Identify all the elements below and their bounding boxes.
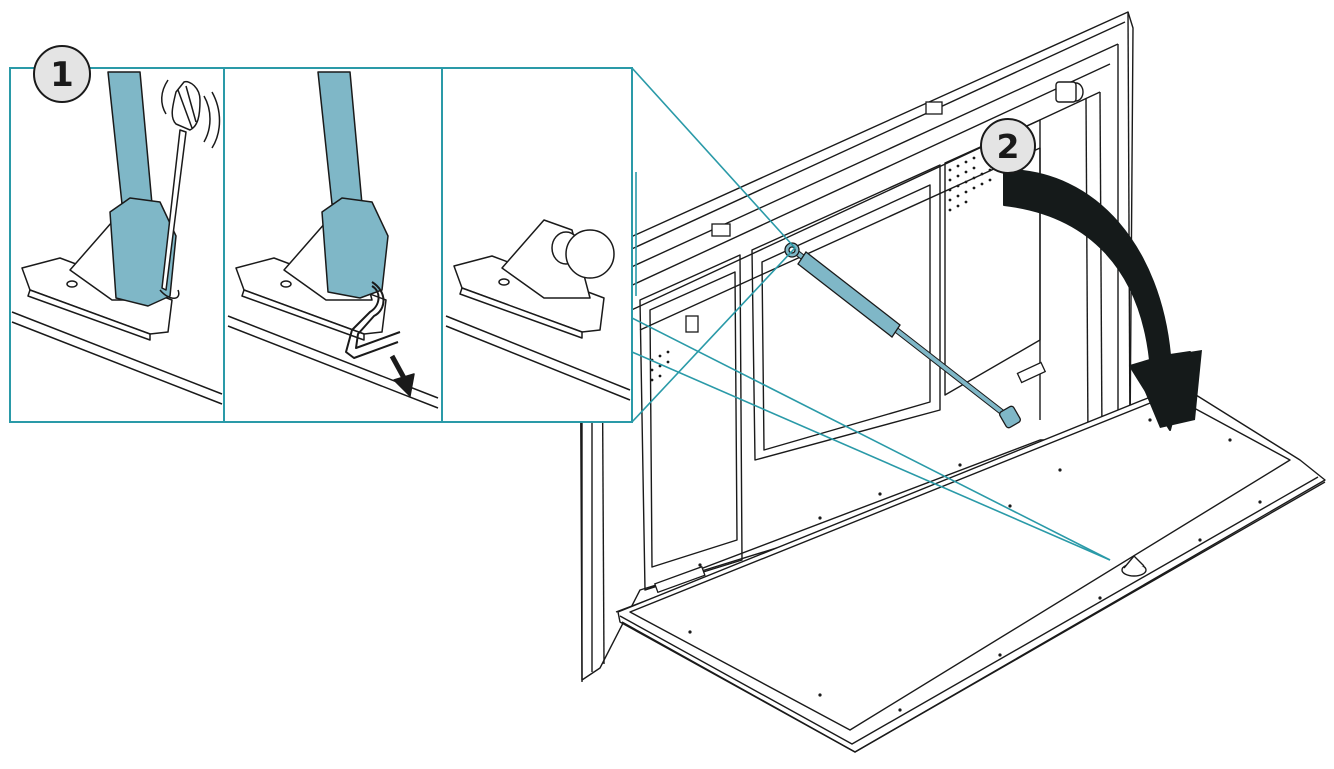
panel-release-clip bbox=[11, 71, 223, 405]
curved-arrow-icon bbox=[1003, 169, 1202, 431]
panel-pull-clip bbox=[227, 71, 439, 409]
door-hinge-brackets bbox=[653, 101, 1047, 594]
step-badge-2: 2 bbox=[980, 118, 1036, 174]
hook-tool-icon bbox=[345, 281, 401, 359]
gas-strut bbox=[784, 242, 1021, 429]
zoom-callout-lines bbox=[631, 67, 1111, 561]
pull-arrow-icon bbox=[389, 354, 415, 397]
step-1-detail-panels bbox=[9, 67, 633, 423]
step-number-2: 2 bbox=[997, 127, 1020, 166]
vent-holes bbox=[650, 156, 992, 382]
door-screws bbox=[688, 418, 1262, 712]
step-number-1: 1 bbox=[50, 55, 74, 95]
step-badge-1: 1 bbox=[33, 45, 91, 103]
door-handle bbox=[1121, 554, 1147, 577]
screwdriver-icon bbox=[161, 80, 201, 291]
panel-ball-stud bbox=[445, 219, 631, 401]
